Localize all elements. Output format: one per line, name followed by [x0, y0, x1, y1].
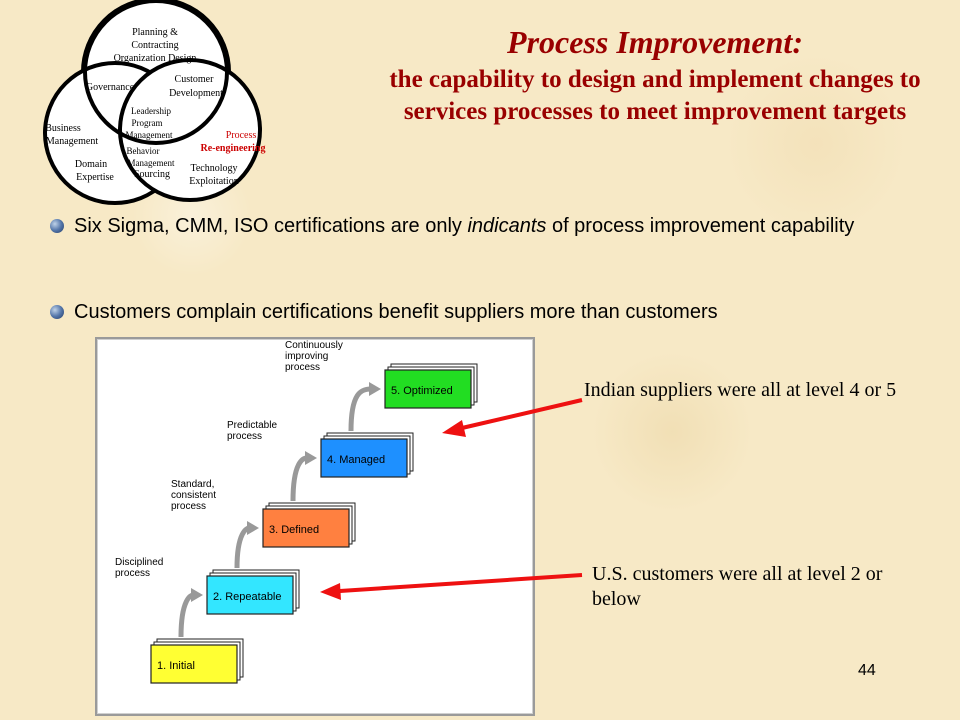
venn-label-planning: Planning &	[132, 27, 178, 38]
bullet-icon	[50, 219, 64, 233]
cmm-level-2: 2. Repeatable	[206, 569, 300, 615]
cmm-level-1: 1. Initial	[150, 638, 244, 684]
venn-label-technology: Technology	[190, 163, 237, 174]
cmm-transition-label: Standard,	[171, 479, 214, 490]
cmm-level-label: 5. Optimized	[391, 385, 453, 397]
venn-label-business-management: Management	[46, 136, 98, 147]
cmm-staircase: 1. Initial 2. Repeatable 3. Defined 4. Mana…	[115, 340, 478, 684]
cmm-transition-label: consistent	[171, 490, 216, 501]
venn-label-expertise: Expertise	[76, 172, 114, 183]
venn-label-program: Program	[132, 118, 163, 128]
venn-label-customer: Customer	[175, 74, 215, 85]
cmm-level-3: 3. Defined	[262, 502, 356, 548]
venn-label-behavior: Behavior	[127, 146, 160, 156]
cmm-transition-arrowhead	[369, 382, 381, 396]
venn-label-business: Business	[45, 123, 81, 134]
title-subtitle: the capability to design and implement c…	[389, 66, 921, 125]
cmm-level-4: 4. Managed	[320, 432, 414, 478]
cmm-level-label: 4. Managed	[327, 454, 385, 466]
venn-label-exploitation: Exploitation	[189, 176, 238, 187]
page-number: 44	[858, 662, 876, 679]
cmm-transition-label: process	[285, 362, 320, 373]
cmm-transition-label: process	[227, 431, 262, 442]
capability-venn-diagram: Planning & Contracting Organization Desi…	[43, 0, 266, 205]
cmm-transition-label: Continuously	[285, 340, 343, 351]
cmm-transition-arrowhead	[191, 588, 203, 602]
cmm-transition-arrowhead	[247, 521, 259, 535]
cmm-level-label: 1. Initial	[157, 660, 195, 672]
bullet-icon	[50, 305, 64, 319]
cmm-transition-label: Disciplined	[115, 557, 163, 568]
cmm-transition-label: improving	[285, 351, 328, 362]
cmm-transition-label: Predictable	[227, 420, 277, 431]
bullet-certifications: Six Sigma, CMM, ISO certifications are o…	[50, 212, 880, 240]
title-main: Process Improvement:	[507, 24, 803, 60]
cmm-transition-arrowhead	[305, 451, 317, 465]
cmm-maturity-diagram: 1. Initial 2. Repeatable 3. Defined 4. Mana…	[95, 337, 535, 716]
venn-label-reengineering: Re-engineering	[201, 143, 266, 154]
venn-label-contracting: Contracting	[131, 40, 178, 51]
slide-title: Process Improvement: the capability to d…	[370, 24, 940, 128]
cmm-transition-label: process	[115, 568, 150, 579]
bullet-customer-complaints: Customers complain certifications benefi…	[50, 298, 880, 326]
venn-label-process: Process	[226, 130, 257, 141]
venn-label-governance: Governance	[86, 82, 135, 93]
bullet-text-part2: of process improvement capability	[546, 215, 855, 237]
venn-label-sourcing: Sourcing	[134, 169, 170, 180]
cmm-level-label: 2. Repeatable	[213, 591, 282, 603]
cmm-transition-arrow	[290, 455, 308, 502]
venn-label-management: Management	[126, 130, 173, 140]
bullet-text-italic: indicants	[467, 215, 547, 237]
cmm-transition-label: process	[171, 501, 206, 512]
cmm-transition-arrow	[348, 386, 372, 432]
venn-label-domain: Domain	[75, 159, 107, 170]
venn-label-behavior-management: Management	[128, 158, 175, 168]
cmm-level-5: 5. Optimized	[384, 363, 478, 409]
bullet-text-part1: Six Sigma, CMM, ISO certifications are o…	[74, 215, 468, 237]
note-indian-suppliers: Indian suppliers were all at level 4 or …	[584, 379, 897, 401]
cmm-level-label: 3. Defined	[269, 524, 319, 536]
bullet-text: Customers complain certifications benefi…	[74, 301, 718, 323]
note-us-customers: U.S. customers were all at level 2 or be…	[592, 563, 883, 610]
venn-label-development: Development	[169, 88, 223, 99]
venn-label-leadership: Leadership	[131, 106, 171, 116]
venn-label-organization-design: Organization Design	[114, 53, 197, 64]
